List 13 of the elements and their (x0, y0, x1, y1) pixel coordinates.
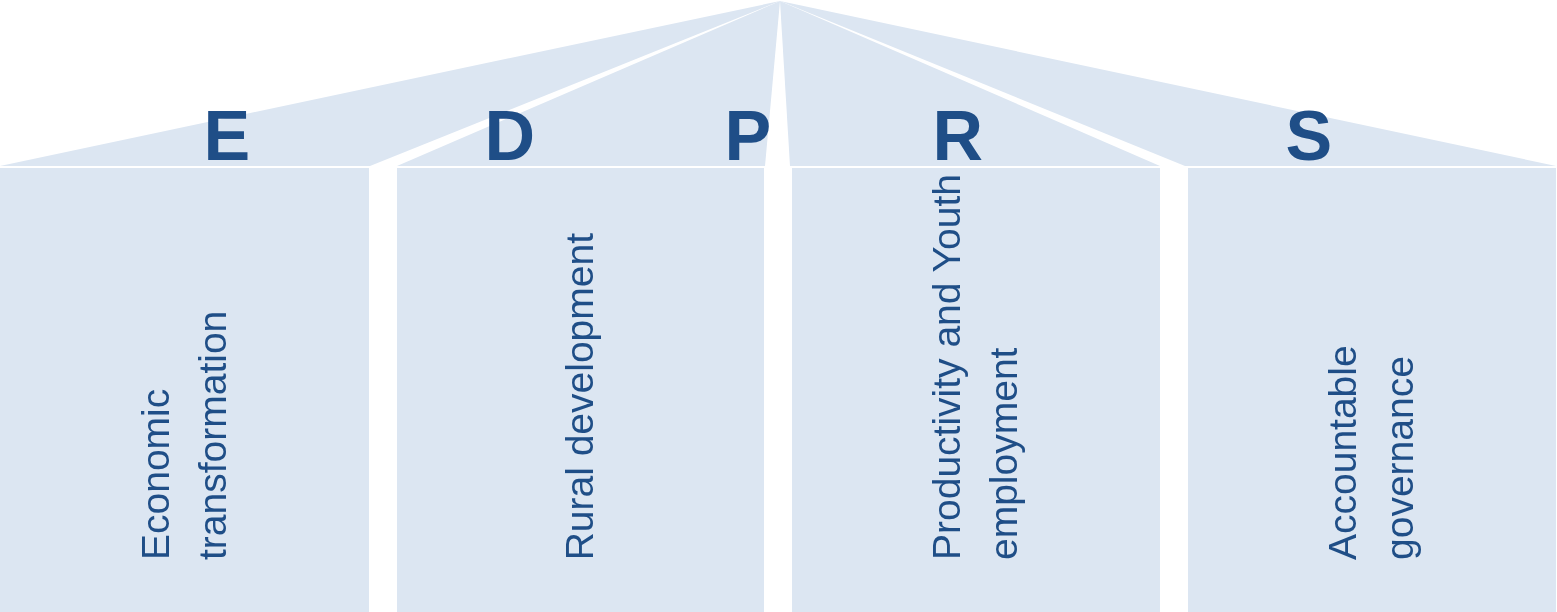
roof-letter: R (932, 100, 984, 172)
pillar-box (792, 168, 1160, 612)
roof-letter: D (484, 100, 536, 172)
roof-letter: S (1285, 100, 1333, 172)
pillar-box (397, 168, 764, 612)
pillar-label: Productivity and Youth employment (924, 173, 1026, 560)
pillar-label: Rural development (557, 232, 603, 560)
roof-letter: E (203, 100, 251, 172)
roof-letter: P (724, 100, 772, 172)
pillar-box (0, 168, 369, 612)
pillar-label: Economic transformation (132, 309, 235, 560)
pillar-box (1188, 168, 1556, 612)
pillar-label: Accountable governance (1320, 344, 1422, 560)
